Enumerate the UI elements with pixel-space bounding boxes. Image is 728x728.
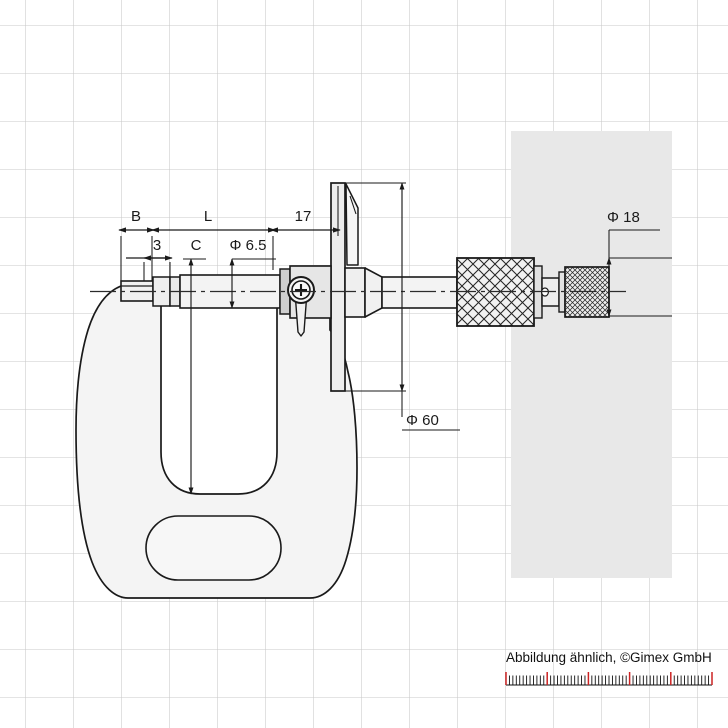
extension-lines <box>120 186 339 281</box>
dimension-B: B <box>118 208 155 233</box>
dimension-label-L: L <box>204 208 212 225</box>
dimension-phi-6-5: Φ 6.5 <box>229 237 276 309</box>
dimension-label-C: C <box>191 237 202 254</box>
dial-pointer <box>345 183 359 266</box>
dimension-label-B: B <box>131 208 141 225</box>
lock-screw[interactable] <box>287 276 315 337</box>
dimension-label-phi-60: Φ 60 <box>406 412 439 429</box>
dimension-phi-18: Φ 18 <box>606 209 672 317</box>
gray-backdrop-panel <box>511 131 672 578</box>
image-caption: Abbildung ähnlich, ©Gimex GmbH <box>506 650 712 665</box>
dimension-label-17: 17 <box>295 208 312 225</box>
dimension-17: 17 <box>270 208 341 233</box>
dimension-label-phi-18: Φ 18 <box>607 209 640 226</box>
dimension-3: 3 <box>126 237 173 261</box>
dimension-phi-60: Φ 60 <box>345 182 460 431</box>
scale-ruler <box>505 672 713 686</box>
frame-cutout <box>145 515 282 581</box>
sleeve <box>381 276 458 309</box>
dimension-label-phi-6-5: Φ 6.5 <box>230 237 267 254</box>
cross-slot-icon <box>295 284 307 296</box>
dimension-C: C <box>183 237 206 495</box>
dimension-label-3: 3 <box>153 237 161 254</box>
dimension-L: L <box>151 208 276 233</box>
